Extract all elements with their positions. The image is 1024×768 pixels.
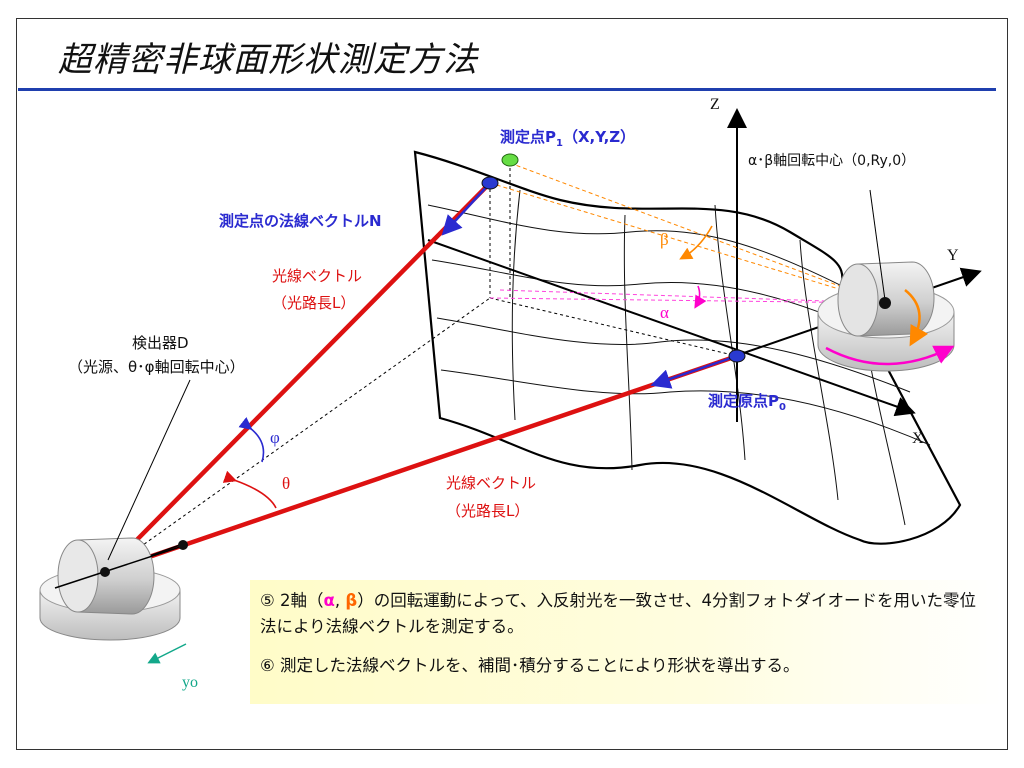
normal-vector-p1 bbox=[441, 182, 491, 236]
normal-label: 測定点の法線ベクトルN bbox=[219, 212, 382, 230]
path-length-label-2: （光路長L） bbox=[446, 502, 530, 520]
alpha-rotation-arrow bbox=[825, 345, 955, 366]
surface-outline bbox=[413, 150, 962, 545]
yo-label: yo bbox=[182, 674, 198, 691]
phi-label: φ bbox=[270, 428, 280, 447]
path-length-label-1: （光路長L） bbox=[272, 294, 356, 312]
light-vector-label-2: 光線ベクトル bbox=[446, 474, 537, 492]
note-5: ⑤ 2軸（α, β）の回転運動によって、入反射光を一致させ、4分割フォトダイオー… bbox=[260, 591, 977, 636]
rotation-center-label: α･β軸回転中心（0,Ry,0） bbox=[748, 153, 916, 169]
beta-arc bbox=[679, 225, 713, 260]
note-6: ⑥ 測定した法線ベクトルを、補間･積分することにより形状を導出する。 bbox=[260, 656, 800, 676]
beta-label: β bbox=[660, 230, 669, 249]
detector-label: 検出器D bbox=[132, 334, 189, 352]
slide-frame bbox=[16, 18, 1008, 750]
point-p0 bbox=[728, 349, 746, 363]
yo-arrow bbox=[147, 643, 187, 664]
page-title: 超精密非球面形状測定方法 bbox=[58, 40, 478, 80]
detector-stage bbox=[39, 537, 181, 641]
p1-label: 測定点P1（X,Y,Z） bbox=[500, 128, 636, 149]
alpha-arc bbox=[694, 285, 707, 309]
beta-rotation-arrow bbox=[904, 289, 929, 347]
title-underline bbox=[18, 88, 996, 91]
rotation-center-point bbox=[879, 297, 891, 309]
light-ray-to-p1 bbox=[103, 181, 492, 574]
origin-label: 測定原点P0 bbox=[708, 392, 786, 413]
x-axis-label: X bbox=[912, 430, 924, 447]
point-p1 bbox=[481, 176, 499, 190]
z-axis-label: Z bbox=[710, 96, 720, 113]
theta-label: θ bbox=[282, 474, 291, 493]
phi-arc bbox=[238, 417, 265, 463]
light-vector-label-1: 光線ベクトル bbox=[272, 267, 363, 285]
x-axis bbox=[427, 239, 916, 417]
alpha-label: α bbox=[660, 303, 669, 322]
surface-mesh bbox=[427, 204, 931, 446]
normal-vector-p0 bbox=[650, 354, 738, 389]
detector-center bbox=[100, 567, 110, 577]
notes-box: ⑤ 2軸（α, β）の回転運動によって、入反射光を一致させ、4分割フォトダイオー… bbox=[250, 580, 1002, 704]
point-p1-target bbox=[501, 153, 519, 167]
detector-point bbox=[178, 540, 188, 550]
light-ray-to-p0 bbox=[104, 353, 738, 575]
theta-arc bbox=[222, 470, 277, 509]
detector-sub-label: （光源、θ･φ軸回転中心） bbox=[68, 358, 245, 376]
y-axis-label: Y bbox=[947, 247, 959, 264]
